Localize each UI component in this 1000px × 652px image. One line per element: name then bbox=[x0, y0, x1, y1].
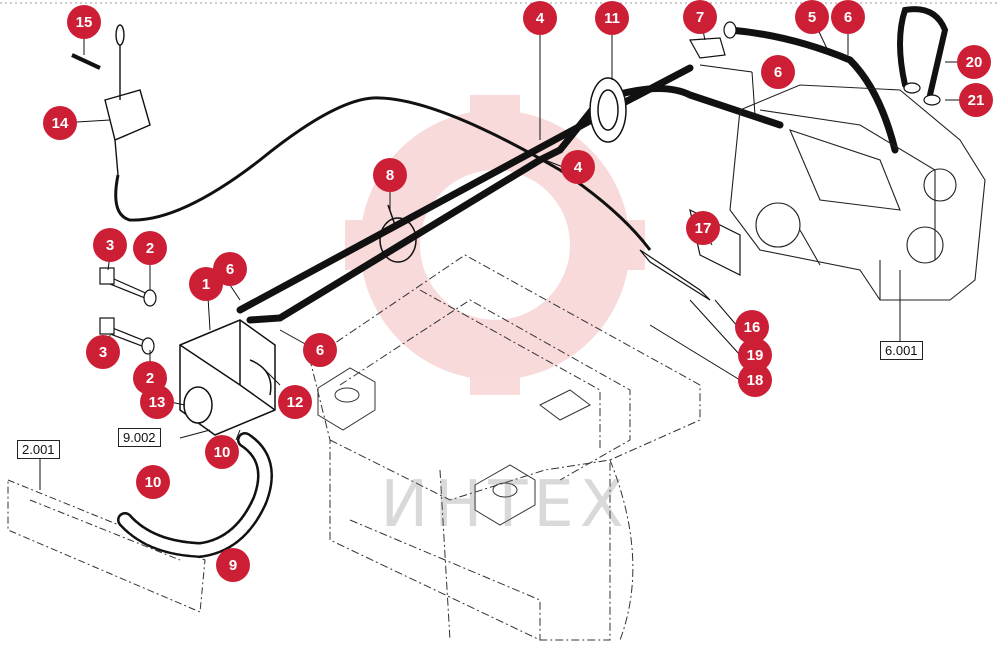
callout-9: 9 bbox=[216, 548, 250, 582]
callout-17: 17 bbox=[686, 211, 720, 245]
bolts-washers bbox=[99, 267, 157, 355]
firewall-grommet bbox=[589, 77, 627, 143]
callout-8: 8 bbox=[373, 158, 407, 192]
callout-5: 5 bbox=[795, 0, 829, 34]
callout-3: 3 bbox=[93, 228, 127, 262]
callout-13: 13 bbox=[140, 385, 174, 419]
callout-6: 6 bbox=[761, 55, 795, 89]
heater-unit bbox=[179, 319, 276, 436]
callout-6: 6 bbox=[213, 252, 247, 286]
callout-2: 2 bbox=[133, 231, 167, 265]
callout-21: 21 bbox=[959, 83, 993, 117]
callout-7: 7 bbox=[683, 0, 717, 34]
watermark-logo bbox=[345, 95, 645, 395]
callout-10: 10 bbox=[205, 435, 239, 469]
callout-10: 10 bbox=[136, 465, 170, 499]
callout-12: 12 bbox=[278, 385, 312, 419]
callout-4: 4 bbox=[561, 150, 595, 184]
reference-box-9002: 9.002 bbox=[118, 428, 161, 447]
callout-6: 6 bbox=[831, 0, 865, 34]
callout-6: 6 bbox=[303, 333, 337, 367]
callout-4: 4 bbox=[523, 1, 557, 35]
callout-11: 11 bbox=[595, 1, 629, 35]
callout-3: 3 bbox=[86, 335, 120, 369]
chassis-frame bbox=[309, 254, 701, 641]
callout-20: 20 bbox=[957, 45, 991, 79]
engine-block bbox=[729, 84, 986, 301]
callout-15: 15 bbox=[67, 5, 101, 39]
exhaust-hose bbox=[117, 432, 273, 559]
callout-18: 18 bbox=[738, 363, 772, 397]
heater-hoses bbox=[236, 6, 949, 324]
callout-14: 14 bbox=[43, 106, 77, 140]
hose-clamp bbox=[379, 204, 417, 263]
frame-brackets bbox=[317, 367, 591, 526]
watermark-text: ИНТЕХ bbox=[380, 468, 630, 542]
reference-box-2001: 2.001 bbox=[17, 440, 60, 459]
reference-box-6001: 6.001 bbox=[880, 341, 923, 360]
control-lever bbox=[71, 24, 151, 176]
